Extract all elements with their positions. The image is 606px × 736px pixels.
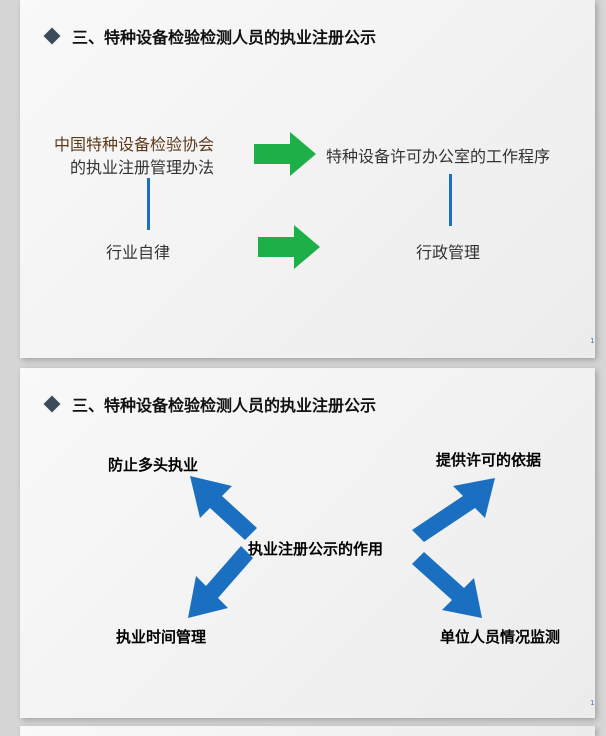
arrow-down-left-icon [188,546,253,618]
title-text: 三、特种设备检验检测人员的执业注册公示 [72,396,377,415]
association-rules-line1: 中国特种设备检验协会 [54,135,215,154]
prevent-multiple-practice: 防止多头执业 [108,456,199,474]
slide-11: 三、特种设备检验检测人员的执业注册公示 防止多头执业 提供许可的依据 执业注册公… [20,368,595,718]
slide-title: 三、特种设备检验检测人员的执业注册公示 [42,392,376,416]
unit-staff-monitoring: 单位人员情况监测 [440,628,561,646]
green-arrow-icon [258,225,320,269]
connector-line [147,178,150,230]
center-label: 执业注册公示的作用 [248,540,384,558]
licensing-office-procedure: 特种设备许可办公室的工作程序 [326,147,551,166]
arrow-down-right-icon [412,552,482,618]
arrows [188,476,495,618]
page-number: 10 [590,337,595,345]
arrow-up-left-icon [190,476,257,540]
administrative-management: 行政管理 [416,243,481,262]
connector-line [449,174,452,226]
slide-title: 三、特种设备检验检测人员的执业注册公示 [42,24,376,48]
diamond-bullet-icon [43,27,61,45]
title-text: 三、特种设备检验检测人员的执业注册公示 [72,28,377,47]
page-number: 11 [590,699,595,707]
industry-self-discipline: 行业自律 [106,243,171,262]
slide-10: 三、特种设备检验检测人员的执业注册公示 中国特种设备检验协会 的执业注册管理办法… [20,0,595,358]
licensing-basis: 提供许可的依据 [436,451,542,469]
next-slide-edge [20,726,595,736]
association-rules-line2: 的执业注册管理办法 [70,158,215,177]
green-arrow-icon [254,132,316,176]
practice-time-management: 执业时间管理 [116,628,207,646]
arrow-up-right-icon [412,478,495,542]
